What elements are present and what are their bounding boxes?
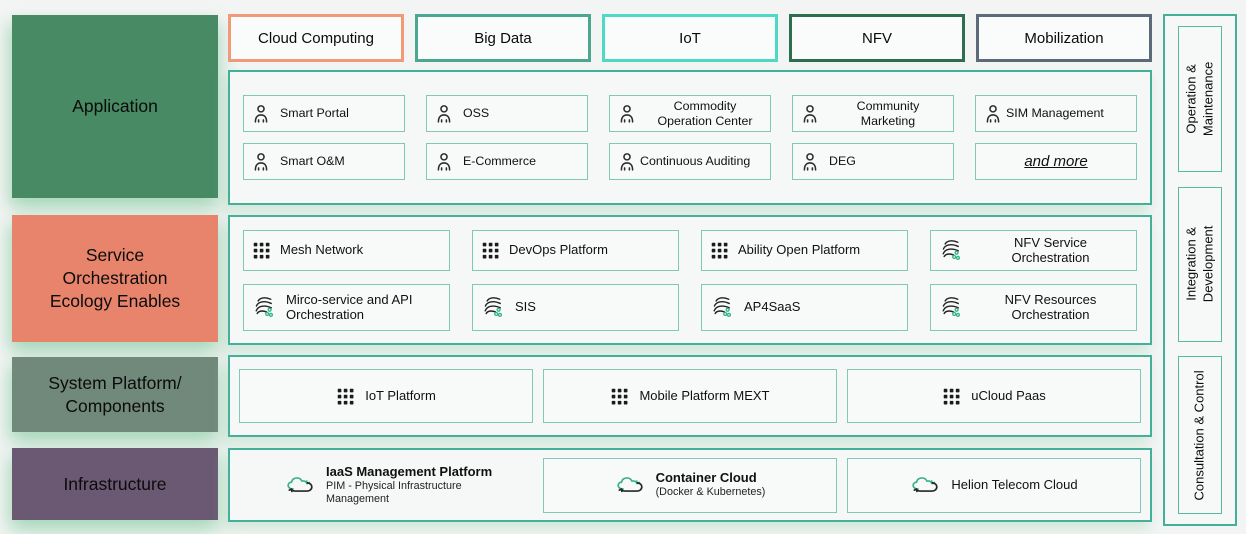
app-item-label: and more [1024, 152, 1088, 170]
infra-item: Helion Telecom Cloud [847, 457, 1141, 513]
app-item-and-more: and more [975, 143, 1137, 180]
grid-icon [942, 387, 961, 406]
person-icon [616, 103, 638, 125]
swirl-icon [252, 295, 277, 320]
platform-item: IoT Platform [239, 369, 533, 423]
app-item: Smart O&M [243, 143, 405, 180]
app-item-label: E-Commerce [463, 154, 536, 169]
side-panel-label: Operation & Maintenance [1183, 61, 1216, 137]
service-item: NFV Service Orchestration [930, 229, 1137, 271]
app-item-label: DEG [829, 154, 856, 169]
grid-icon [336, 387, 355, 406]
service-item: Mesh Network [243, 229, 450, 271]
service-orchestration-items-panel: Mesh Network DevOps Platform Ability Ope… [228, 215, 1152, 345]
category-cloud-computing: Cloud Computing [228, 14, 404, 62]
service-item-label: Mirco-service and API Orchestration [286, 291, 413, 322]
app-item-label: Commodity Operation Center [657, 98, 753, 128]
swirl-icon [710, 295, 735, 320]
service-item: Mirco-service and API Orchestration [243, 283, 450, 331]
category-nfv: NFV [789, 14, 965, 62]
service-item-label: SIS [515, 299, 536, 315]
app-item-label: Community Marketing [856, 98, 920, 128]
service-item-label: Mesh Network [280, 242, 364, 258]
infrastructure-items-panel: IaaS Management Platform PIM - Physical … [228, 448, 1152, 522]
service-item-label: Ability Open Platform [738, 242, 861, 258]
app-item: E-Commerce [426, 143, 588, 180]
layer-label-system-platform: System Platform/ Components [12, 357, 218, 432]
person-icon [982, 103, 1004, 125]
side-panel-item-consultation-control: Consultation & Control [1178, 356, 1222, 514]
person-icon [616, 151, 638, 173]
person-icon [799, 103, 821, 125]
swirl-icon [939, 295, 964, 320]
grid-icon [481, 241, 500, 260]
app-item: Commodity Operation Center [609, 95, 771, 132]
app-item: Community Marketing [792, 95, 954, 132]
category-big-data: Big Data [415, 14, 591, 62]
infra-item-label: Helion Telecom Cloud [951, 477, 1078, 493]
swirl-icon [481, 295, 506, 320]
app-item: DEG [792, 143, 954, 180]
infra-item-label: IaaS Management Platform [326, 463, 493, 479]
person-icon [433, 151, 455, 173]
cloud-sync-icon [910, 474, 940, 497]
app-item-label: Continuous Auditing [640, 154, 751, 169]
grid-icon [252, 241, 271, 260]
person-icon [433, 103, 455, 125]
platform-item-label: Mobile Platform MEXT [639, 388, 770, 404]
service-item: DevOps Platform [472, 229, 679, 271]
swirl-icon [939, 238, 964, 263]
service-item-label: AP4SaaS [744, 299, 801, 315]
person-icon [799, 151, 821, 173]
person-icon [250, 151, 272, 173]
cloud-sync-icon [285, 474, 315, 497]
grid-icon [710, 241, 729, 260]
platform-item-label: uCloud Paas [971, 388, 1046, 404]
side-panel-label: Integration & Development [1183, 225, 1216, 303]
person-icon [250, 103, 272, 125]
app-item-label: OSS [463, 106, 490, 121]
app-item: OSS [426, 95, 588, 132]
category-mobilization: Mobilization [976, 14, 1152, 62]
app-item-label: SIM Management [1006, 106, 1104, 121]
grid-icon [610, 387, 629, 406]
app-item-label: Smart O&M [280, 154, 345, 169]
service-item: Ability Open Platform [701, 229, 908, 271]
layer-label-service-orchestration: Service Orchestration Ecology Enables [12, 215, 218, 342]
platform-item-label: IoT Platform [365, 388, 436, 404]
infra-item-sublabel: PIM - Physical Infrastructure Management [326, 479, 462, 505]
app-item: SIM Management [975, 95, 1137, 132]
side-panel-item-integration-development: Integration & Development [1178, 186, 1222, 342]
application-items-panel: Smart Portal OSS Commodity Operation Cen… [228, 70, 1152, 205]
side-panel-label: Consultation & Control [1191, 369, 1207, 501]
layer-label-infrastructure: Infrastructure [12, 448, 218, 520]
app-item-label: Smart Portal [280, 106, 349, 121]
service-item: SIS [472, 283, 679, 331]
category-iot: IoT [602, 14, 778, 62]
infra-item-label: Container Cloud [655, 470, 757, 486]
cloud-sync-icon [615, 474, 645, 497]
layer-label-application: Application [12, 15, 218, 198]
app-item: Smart Portal [243, 95, 405, 132]
infra-item: IaaS Management Platform PIM - Physical … [239, 458, 533, 513]
service-item-label: NFV Service Orchestration [1011, 234, 1090, 265]
service-item: NFV Resources Orchestration [930, 283, 1137, 331]
system-platform-items-panel: IoT Platform Mobile Platform MEXT uCloud… [228, 355, 1152, 437]
platform-item: Mobile Platform MEXT [543, 369, 837, 423]
infra-item: Container Cloud (Docker & Kubernetes) [543, 457, 837, 513]
infra-item-sublabel: (Docker & Kubernetes) [655, 486, 766, 499]
service-item: AP4SaaS [701, 283, 908, 331]
category-row: Cloud Computing Big Data IoT NFV Mobiliz… [228, 14, 1152, 62]
side-panel: Operation & Maintenance Integration & De… [1163, 14, 1237, 526]
app-item: Continuous Auditing [609, 143, 771, 180]
platform-item: uCloud Paas [847, 369, 1141, 423]
side-panel-item-operation-maintenance: Operation & Maintenance [1178, 26, 1222, 172]
service-item-label: DevOps Platform [509, 242, 608, 258]
service-item-label: NFV Resources Orchestration [1004, 291, 1097, 322]
